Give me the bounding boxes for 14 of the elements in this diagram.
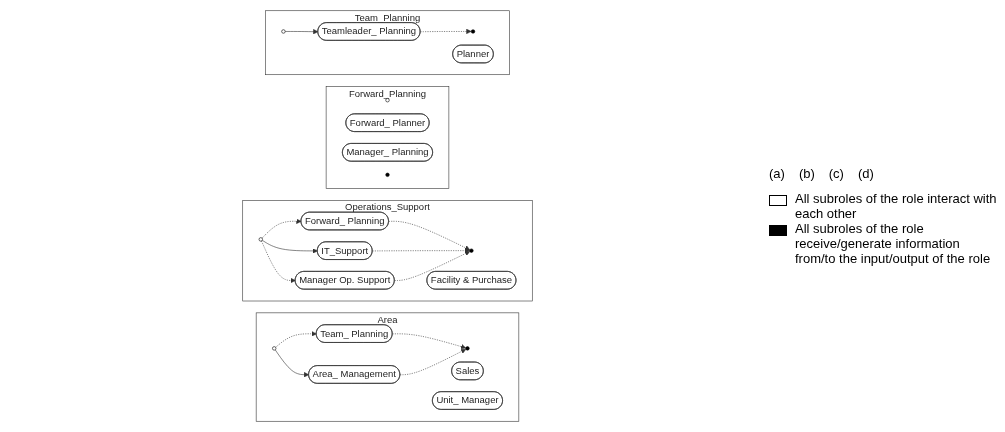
panel-caption: (b) [798,166,815,181]
legend-text: All subroles of the role interact with each other [795,191,998,221]
node-circle [281,29,286,34]
node-circle [258,237,263,242]
panel-caption: (a) [769,166,785,181]
panel-caption: (d) [857,166,874,181]
node-circle [470,29,476,34]
node-circle [465,346,470,351]
node-circle [469,248,474,253]
node-circle [385,98,390,103]
panel-caption: (c) [828,166,844,181]
node-circle [385,172,390,177]
legend-text: All subroles of the role receive/generate information from/to the input/output of the role [795,221,992,266]
node-circle [272,346,277,351]
